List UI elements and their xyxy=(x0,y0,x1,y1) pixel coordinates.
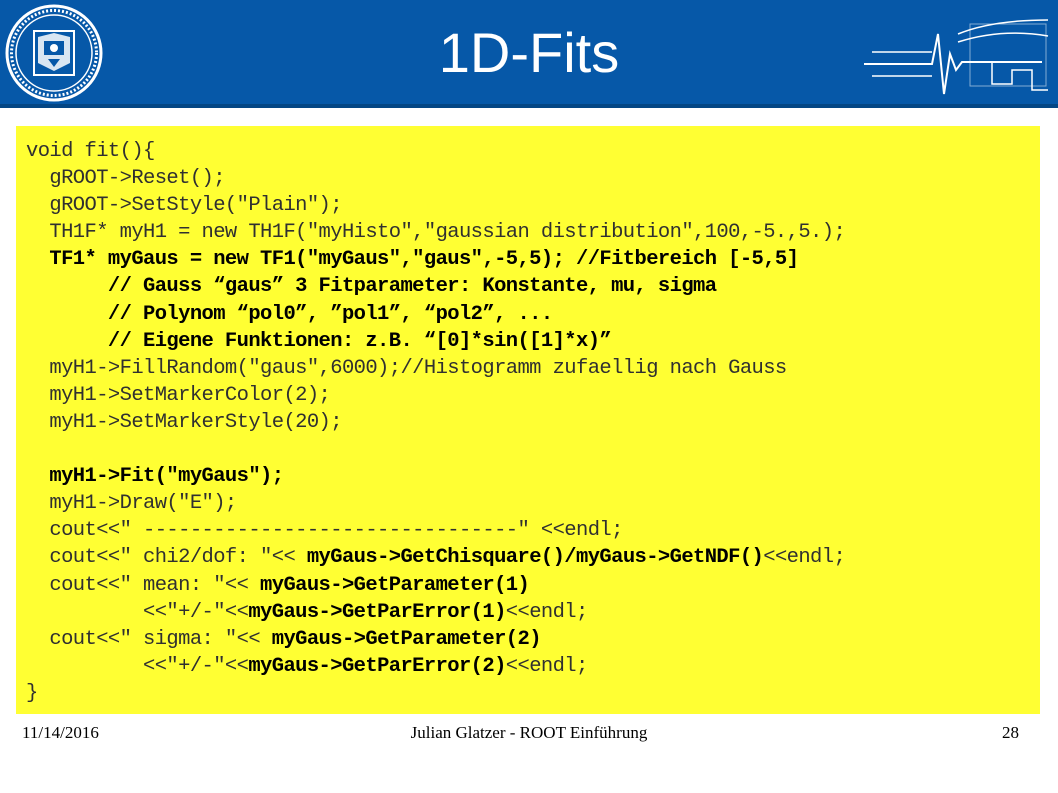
code-line: myH1->FillRandom("gaus",6000);//Histogra… xyxy=(26,355,1040,382)
code-line: gROOT->Reset(); xyxy=(26,165,1040,192)
code-line: cout<<" sigma: "<< myGaus->GetParameter(… xyxy=(26,626,1040,653)
code-segment: myGaus->GetChisquare()/myGaus->GetNDF() xyxy=(306,546,764,570)
code-segment: <<endl; xyxy=(505,600,589,624)
footer-page-number: 28 xyxy=(1002,723,1019,742)
code-line: myH1->SetMarkerStyle(20); xyxy=(26,409,1040,436)
code-line: TF1* myGaus = new TF1("myGaus","gaus",-5… xyxy=(26,246,1040,273)
code-line: myH1->SetMarkerColor(2); xyxy=(26,382,1040,409)
slide-title: 1D-Fits xyxy=(438,21,620,84)
code-line: TH1F* myH1 = new TH1F("myHisto","gaussia… xyxy=(26,219,1040,246)
code-line: void fit(){ xyxy=(26,138,1040,165)
code-segment: <<"+/-"<< xyxy=(26,600,249,624)
code-segment: myH1->SetMarkerColor(2); xyxy=(26,383,331,407)
code-segment: myGaus->GetParError(2) xyxy=(248,654,506,678)
code-segment: myH1->Draw("E"); xyxy=(26,492,237,516)
code-segment: <<endl; xyxy=(505,654,589,678)
code-line: cout<<" mean: "<< myGaus->GetParameter(1… xyxy=(26,572,1040,599)
code-line: <<"+/-"<<myGaus->GetParError(1)<<endl; xyxy=(26,599,1040,626)
signal-waveform-logo-icon xyxy=(864,19,1049,95)
code-segment: myGaus->GetParameter(1) xyxy=(260,573,530,597)
code-segment: myGaus->GetParError(1) xyxy=(248,600,506,624)
code-line: // Polynom “pol0”, ”pol1”, “pol2”, ... xyxy=(26,301,1040,328)
code-line: // Gauss “gaus” 3 Fitparameter: Konstant… xyxy=(26,273,1040,300)
code-segment: } xyxy=(26,681,38,705)
code-segment: <<"+/-"<< xyxy=(26,654,249,678)
code-line xyxy=(26,436,1040,463)
code-segment: TF1* myGaus = new TF1("myGaus","gaus",-5… xyxy=(26,248,799,272)
code-segment: cout<<" mean: "<< xyxy=(26,573,261,597)
code-segment: myH1->Fit("myGaus"); xyxy=(26,465,284,489)
code-segment: myGaus->GetParameter(2) xyxy=(271,627,542,651)
code-line: <<"+/-"<<myGaus->GetParError(2)<<endl; xyxy=(26,653,1040,680)
code-segment: <<endl; xyxy=(763,546,846,570)
code-line: // Eigene Funktionen: z.B. “[0]*sin([1]*… xyxy=(26,328,1040,355)
code-segment: myH1->FillRandom("gaus",6000);//Histogra… xyxy=(26,356,787,380)
code-line: } xyxy=(26,680,1040,707)
code-segment: myH1->SetMarkerStyle(20); xyxy=(26,410,342,434)
footer-date: 11/14/2016 xyxy=(22,723,99,742)
code-segment: cout<<" chi2/dof: "<< xyxy=(26,546,307,570)
code-segment: TH1F* myH1 = new TH1F("myHisto","gaussia… xyxy=(26,221,846,245)
code-segment: cout<<" sigma: "<< xyxy=(26,627,272,651)
code-line: cout<<" --------------------------------… xyxy=(26,517,1040,544)
code-line: myH1->Draw("E"); xyxy=(26,490,1040,517)
code-line: cout<<" chi2/dof: "<< myGaus->GetChisqua… xyxy=(26,544,1040,571)
code-segment: // Eigene Funktionen: z.B. “[0]*sin([1]*… xyxy=(26,329,612,353)
code-segment: // Polynom “pol0”, ”pol1”, “pol2”, ... xyxy=(26,302,553,326)
code-segment: gROOT->Reset(); xyxy=(26,167,225,191)
footer-author: Julian Glatzer - ROOT Einführung xyxy=(410,723,648,742)
code-line: myH1->Fit("myGaus"); xyxy=(26,463,1040,490)
code-segment: gROOT->SetStyle("Plain"); xyxy=(26,194,342,218)
header-divider xyxy=(0,104,1058,108)
code-segment: // Gauss “gaus” 3 Fitparameter: Konstant… xyxy=(26,275,717,299)
slide-header: 1D-Fits xyxy=(0,0,1058,108)
code-line: gROOT->SetStyle("Plain"); xyxy=(26,192,1040,219)
code-segment: void fit(){ xyxy=(26,140,155,163)
code-segment: cout<<" --------------------------------… xyxy=(26,519,623,543)
code-block: void fit(){ gROOT->Reset(); gROOT->SetSt… xyxy=(16,126,1040,714)
university-seal-icon xyxy=(5,4,103,102)
